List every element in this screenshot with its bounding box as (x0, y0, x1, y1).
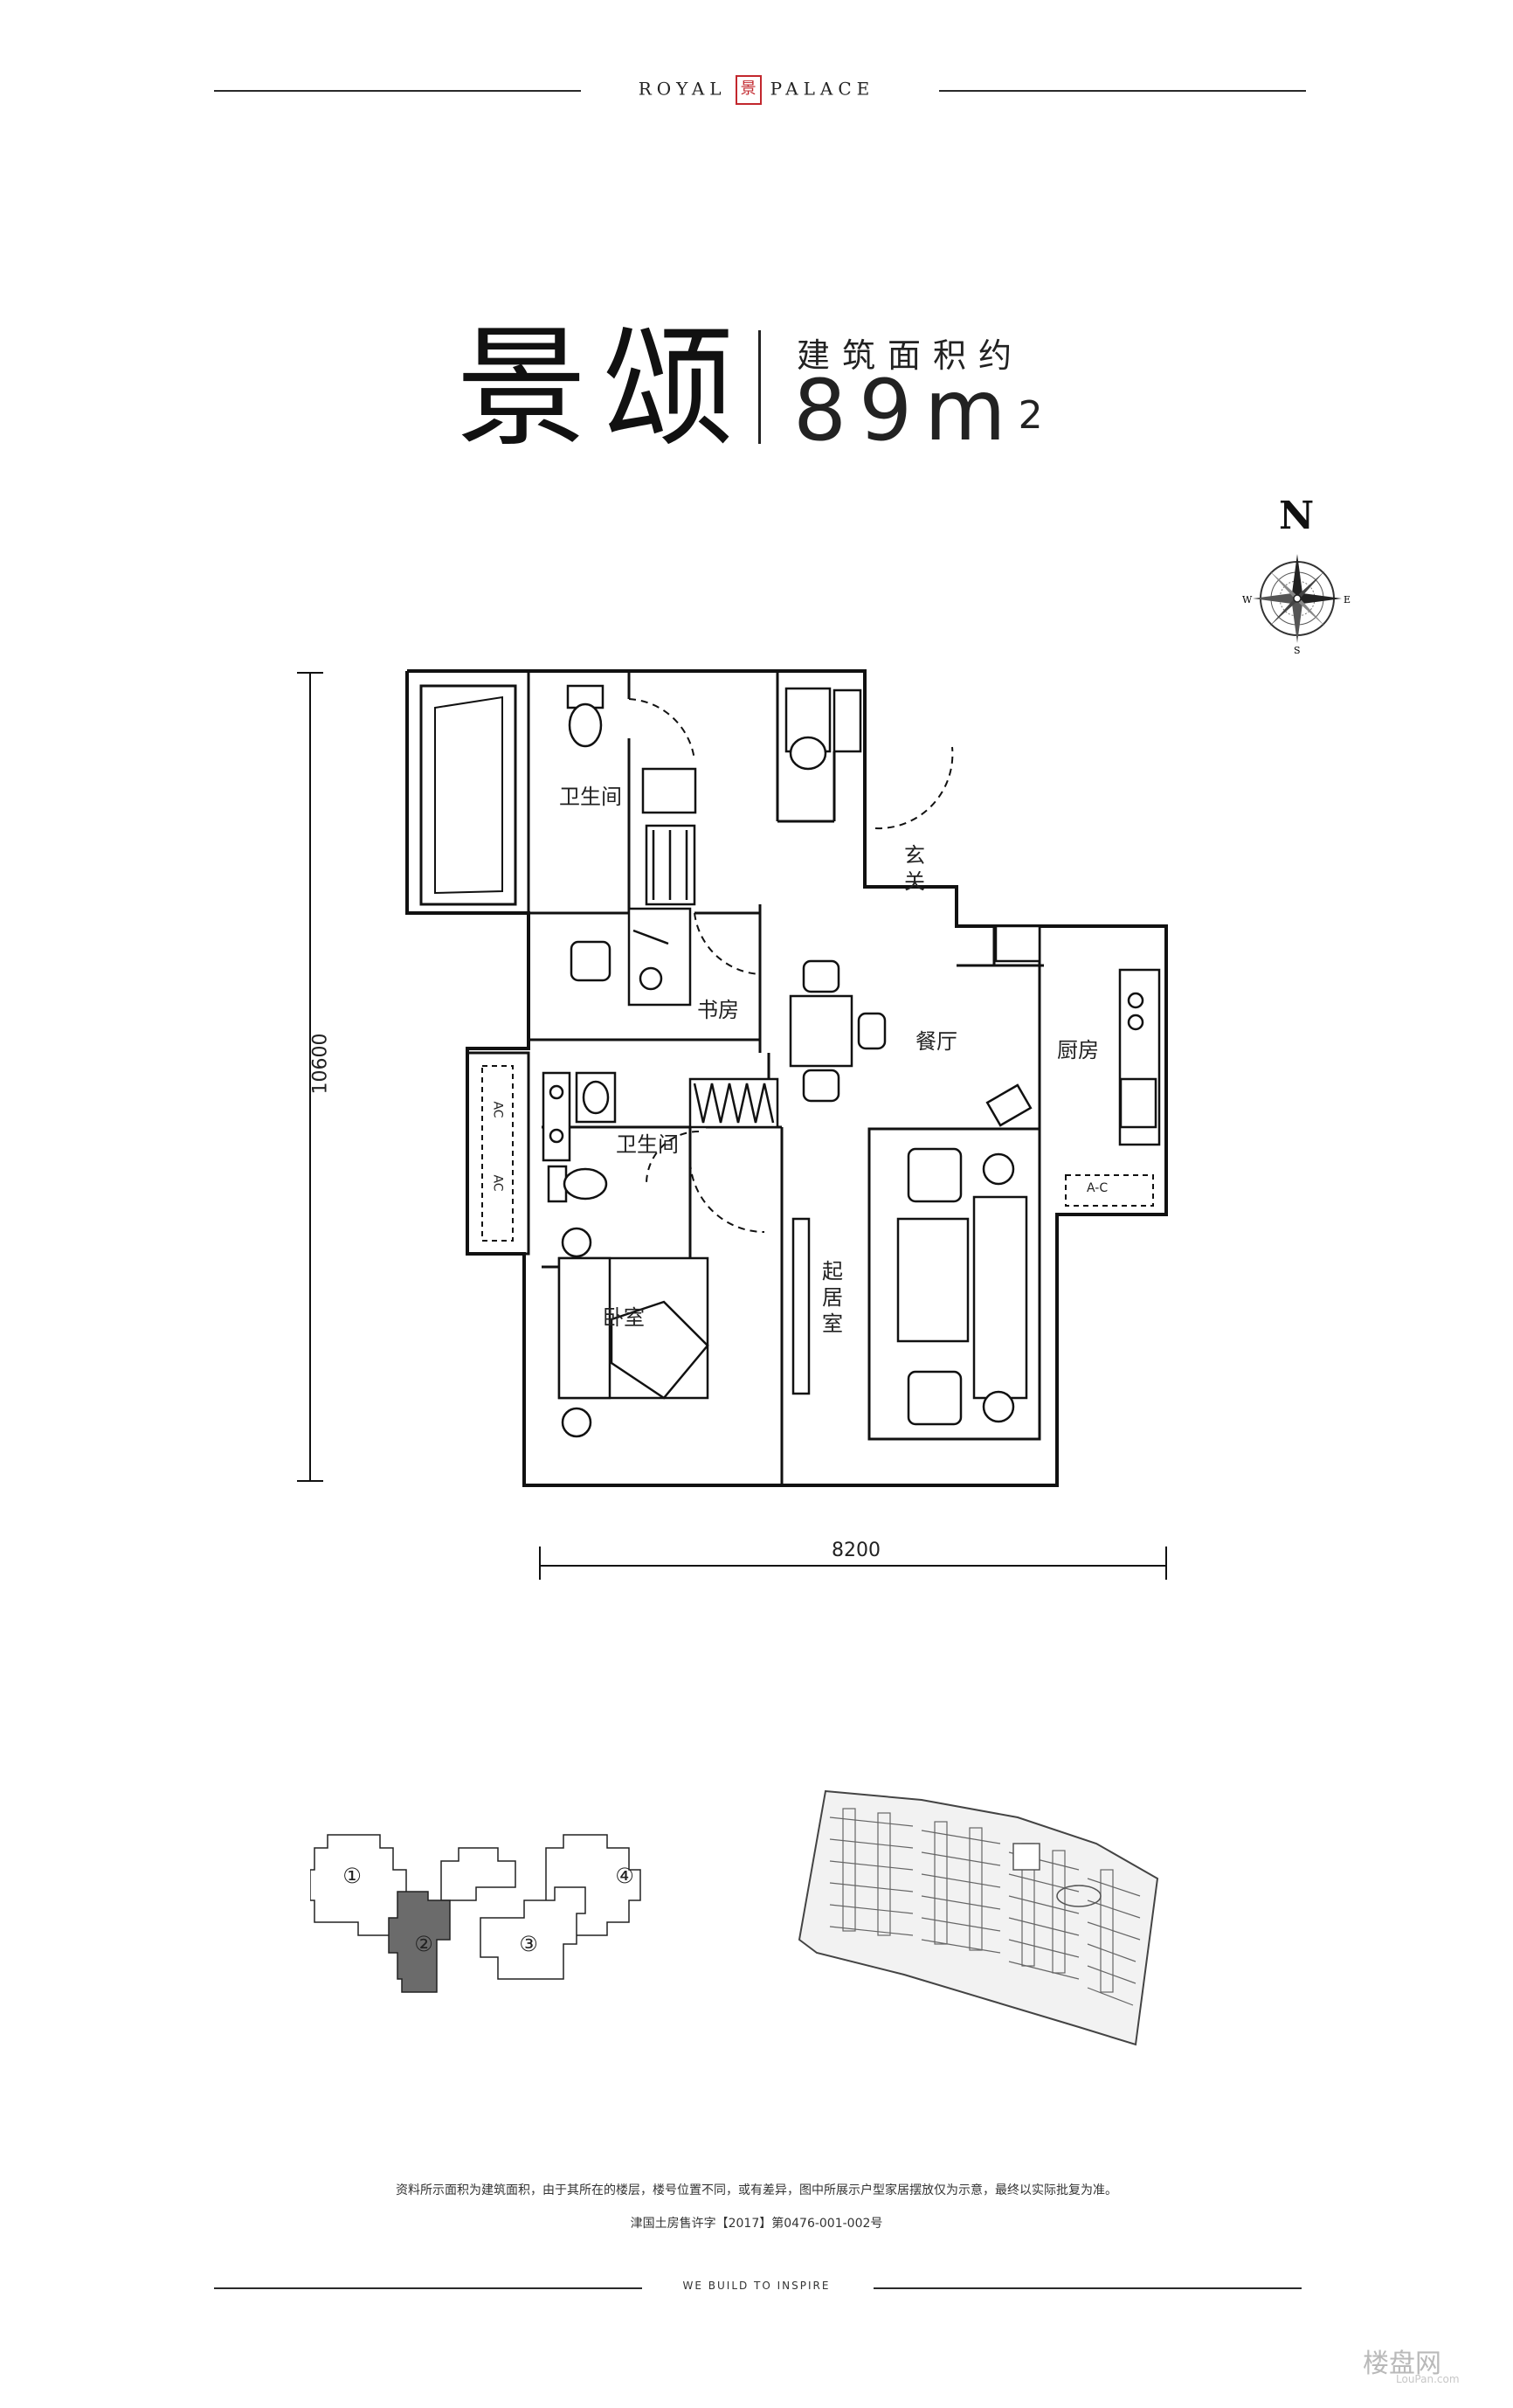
key-unit-2: ② (414, 1932, 433, 1956)
compass-north-label: N (1279, 494, 1315, 538)
license-number: 津国土房售许字【2017】第0476-001-002号 (630, 2217, 883, 2231)
area-number: 89m (793, 362, 1019, 460)
ac-label-3: A-C (1087, 1181, 1109, 1195)
site-plan (798, 1789, 1159, 2046)
ac-label-1: AC (490, 1101, 505, 1118)
brand-left: ROYAL (638, 78, 727, 100)
key-unit-3: ③ (519, 1932, 538, 1956)
key-plan: ① ② ③ ④ (310, 1834, 641, 1993)
room-bath2-label: 卫生间 (616, 1132, 679, 1157)
compass-east-label: E (1344, 594, 1351, 605)
area-value: 89m2 (793, 367, 1043, 454)
key-unit-1: ① (342, 1864, 362, 1888)
room-kitchen-label: 厨房 (1057, 1038, 1099, 1062)
outer-wall (407, 669, 1168, 1487)
ac-label-2: AC (490, 1174, 505, 1192)
compass-rose-icon: W E S (1242, 554, 1351, 655)
footer-rule-right (874, 2287, 1302, 2289)
compass-west-label: W (1242, 594, 1253, 605)
room-foyer-label: 玄关 (904, 843, 925, 894)
room-bath1-label: 卫生间 (559, 785, 622, 809)
area-unit-sup: 2 (1018, 393, 1043, 438)
unit-name: 景颂 (456, 313, 750, 465)
tagline: WE BUILD TO INSPIRE (682, 2280, 831, 2292)
watermark-sub: LouPan.com (1396, 2373, 1460, 2385)
balcony-top-left (419, 684, 517, 906)
brand-seal-icon: 景 (735, 75, 762, 105)
room-living-label: 起居室 (822, 1259, 843, 1336)
outer-wall-left (405, 671, 542, 1487)
area-label: 建筑面积约 (797, 336, 1025, 375)
brand-logo: ROYAL 景 PALACE (0, 75, 1513, 105)
room-study-label: 书房 (697, 998, 739, 1022)
title-divider (758, 330, 761, 444)
room-dining-label: 餐厅 (915, 1029, 957, 1054)
watermark-logo: 楼盘网 (1363, 2349, 1441, 2379)
header-rule-left (214, 90, 581, 92)
key-plan-unit-2-highlight (388, 1891, 451, 1993)
compass-south-label: S (1294, 645, 1301, 655)
key-unit-4: ④ (615, 1864, 634, 1888)
brand-right: PALACE (770, 78, 875, 100)
disclaimer: 资料所示面积为建筑面积，由于其所在的楼层，楼号位置不同，或有差异，图中所展示户型… (396, 2183, 1117, 2197)
footer-rule-left (214, 2287, 642, 2289)
room-bedroom-label: 卧室 (603, 1305, 645, 1330)
balcony-top-left-inner (434, 695, 503, 895)
dimension-height-label: 10600 (309, 1033, 332, 1095)
dimension-width-label: 8200 (832, 1540, 881, 1561)
header-rule-right (939, 90, 1306, 92)
